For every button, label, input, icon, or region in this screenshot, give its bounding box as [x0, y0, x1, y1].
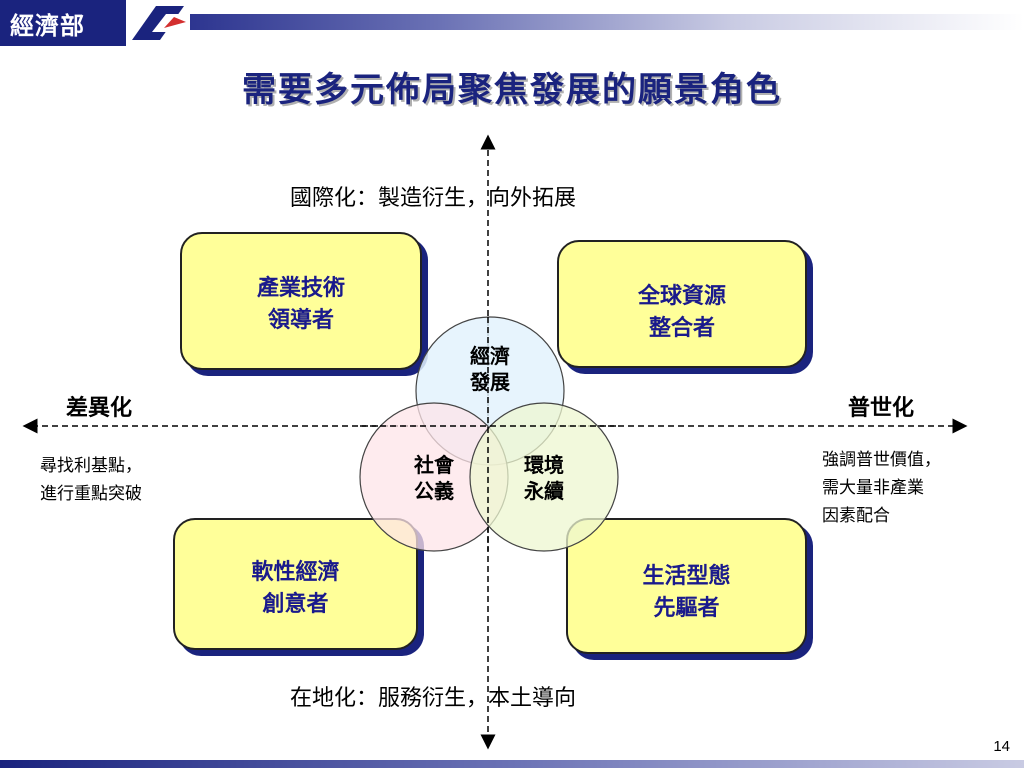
- box-bottom-right-line1: 生活型態: [642, 563, 731, 589]
- box-top-right: 全球資源 整合者: [557, 240, 807, 368]
- box-bottom-left: 軟性經濟 創意者: [173, 518, 418, 650]
- axis-label-left: 差異化: [66, 395, 133, 421]
- slide-title: 需要多元佈局聚焦發展的願景角色: [242, 70, 782, 110]
- axis-label-top: 國際化：製造衍生，向外拓展: [290, 186, 577, 211]
- page-number: 14: [993, 738, 1010, 755]
- box-top-right-line1: 全球資源: [637, 283, 726, 309]
- box-top-left-line2: 領導者: [267, 307, 334, 333]
- circle-economy-label: 經濟 發展: [450, 343, 530, 395]
- header-gradient-bar: [190, 14, 1024, 30]
- axis-label-bottom: 在地化：服務衍生，本土導向: [290, 686, 577, 711]
- circle-environment-line1: 環境: [524, 453, 564, 477]
- circle-environment: [469, 402, 619, 552]
- ministry-logo-icon: [126, 0, 188, 46]
- circle-environment-label: 環境 永續: [504, 452, 584, 504]
- note-left-line1: 尋找利基點，: [40, 456, 142, 476]
- box-bottom-right-line2: 先驅者: [653, 595, 720, 621]
- note-right-line2: 需大量非產業: [822, 478, 924, 498]
- note-left: 尋找利基點， 進行重點突破: [40, 452, 142, 508]
- note-right: 強調普世價值， 需大量非產業 因素配合: [822, 446, 941, 530]
- org-logo-text: 經濟部: [10, 12, 85, 40]
- axis-label-right: 普世化: [848, 395, 915, 421]
- circle-society-line1: 社會: [414, 453, 454, 477]
- circle-economy-line2: 發展: [470, 370, 510, 394]
- circle-economy-line1: 經濟: [470, 344, 510, 368]
- box-bottom-left-line2: 創意者: [262, 591, 329, 617]
- circle-society-label: 社會 公義: [394, 452, 474, 504]
- box-bottom-left-line1: 軟性經濟: [251, 559, 340, 585]
- circle-environment-line2: 永續: [524, 479, 564, 503]
- box-bottom-right: 生活型態 先驅者: [566, 518, 807, 654]
- note-left-line2: 進行重點突破: [40, 484, 142, 504]
- note-right-line3: 因素配合: [822, 506, 890, 526]
- box-top-left: 產業技術 領導者: [180, 232, 422, 370]
- circle-society-line2: 公義: [414, 479, 454, 503]
- footer-gradient-bar: [0, 760, 1024, 768]
- note-right-line1: 強調普世價值，: [822, 450, 941, 470]
- box-top-right-line2: 整合者: [648, 315, 715, 341]
- box-top-left-line1: 產業技術: [256, 275, 345, 301]
